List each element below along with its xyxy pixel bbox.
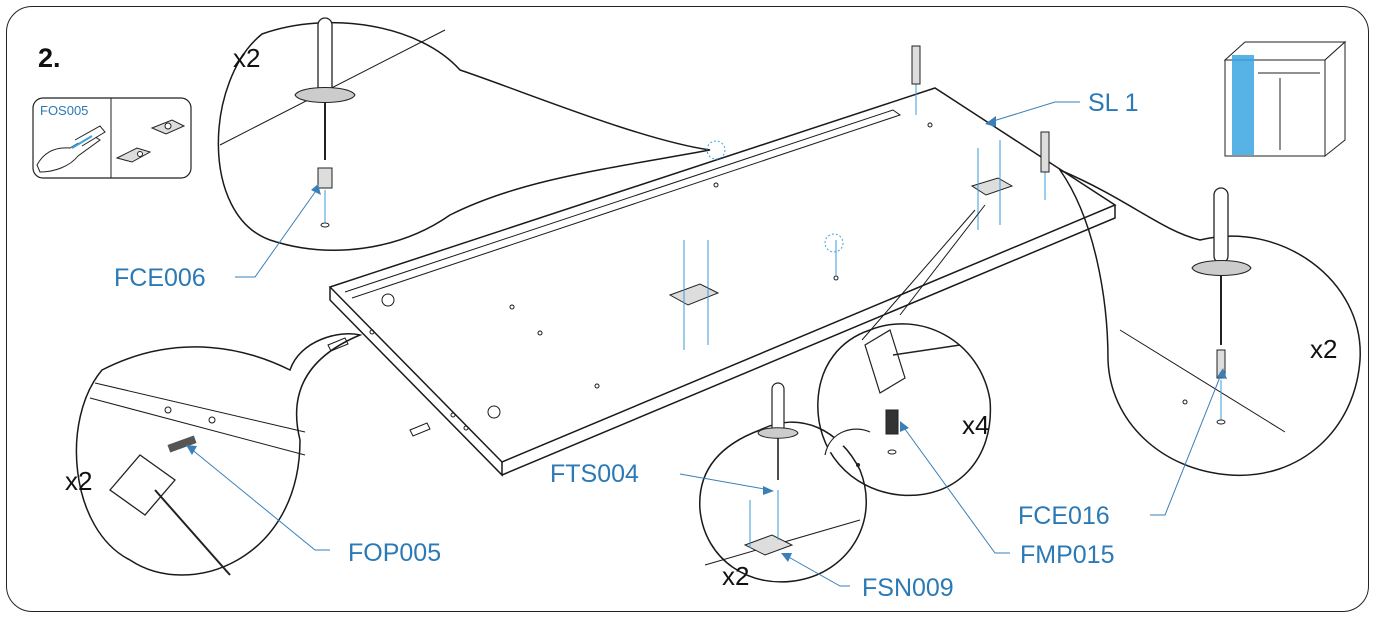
qty-bottom-center: x2 (722, 561, 749, 591)
part-fop005: FOP005 (348, 539, 441, 567)
detail-circle-hammer (817, 204, 992, 497)
instruction-frame (6, 6, 1369, 612)
hand-press-icon (36, 125, 106, 173)
part-fce006: FCE006 (114, 264, 206, 292)
screwdriver-icon (1191, 187, 1252, 345)
detail-circle-right (1057, 168, 1361, 477)
detail-circle-bottom-left (75, 333, 363, 576)
cabinet-icon (1223, 40, 1347, 158)
hammer-icon (109, 454, 231, 576)
part-fmp015: FMP015 (1020, 541, 1114, 569)
detail-circle-top-left (217, 17, 711, 251)
part-fts004: FTS004 (550, 460, 639, 488)
panel-label: SL 1 (1088, 89, 1139, 117)
step-number: 2. (38, 43, 61, 73)
detail-circle-bottom-center (699, 382, 867, 583)
hinge-plate-icon (115, 119, 186, 163)
panel-sl1 (327, 45, 1117, 477)
qty-hammer-detail: x4 (962, 410, 989, 440)
part-fce016: FCE016 (1018, 502, 1110, 530)
screwdriver-icon (294, 17, 356, 160)
part-fsn009: FSN009 (862, 574, 954, 602)
qty-right: x2 (1310, 334, 1337, 364)
inset-code: FOS005 (40, 103, 88, 118)
tool-inset: FOS005 (32, 97, 192, 179)
qty-bottom-left: x2 (65, 466, 92, 496)
qty-top-left: x2 (233, 43, 260, 73)
